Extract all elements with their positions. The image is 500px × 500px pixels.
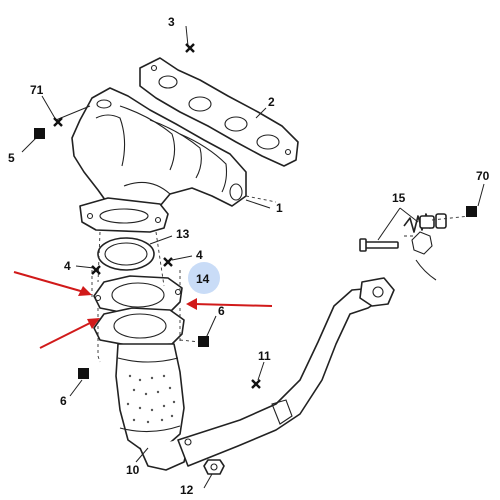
exhaust-manifold — [71, 87, 247, 233]
fastener-cross-4-right — [163, 255, 193, 267]
fastener-square-6-right — [198, 315, 217, 347]
square-icon — [198, 336, 209, 347]
red-arrow-left-top — [13, 271, 92, 296]
fastener-cross-71 — [41, 95, 91, 127]
label-part-6-left: 6 — [60, 394, 67, 408]
fastener-cross-11 — [251, 361, 265, 389]
fastener-square-6-left — [69, 368, 89, 397]
catalytic-converter — [93, 307, 189, 471]
label-part-10: 10 — [126, 463, 140, 477]
label-part-11: 11 — [258, 349, 271, 363]
fastener-cross-4-left — [75, 265, 101, 275]
square-icon — [34, 128, 45, 139]
square-icon — [78, 368, 89, 379]
seal-ring — [97, 237, 155, 271]
cross-icon — [53, 117, 63, 127]
square-icon — [466, 206, 477, 217]
label-part-6-right: 6 — [218, 304, 225, 318]
label-part-70: 70 — [476, 169, 490, 183]
label-part-13: 13 — [176, 227, 190, 241]
cross-icon — [91, 265, 101, 275]
cross-icon — [185, 43, 195, 53]
red-arrow-right — [186, 298, 273, 310]
label-part-3: 3 — [168, 15, 175, 29]
exhaust-pipe — [177, 277, 395, 467]
label-part-71: 71 — [30, 83, 44, 97]
callout-leaders — [135, 107, 419, 489]
label-part-2: 2 — [268, 95, 275, 109]
cross-icon — [163, 257, 173, 267]
arrow-icon — [87, 318, 100, 329]
manifold-gasket — [139, 57, 299, 167]
callout-labels: 1 2 3 4 4 5 6 6 10 11 12 13 14 15 70 71 — [8, 15, 490, 497]
converter-dot-pattern — [126, 374, 176, 424]
label-part-1: 1 — [276, 201, 283, 215]
arrow-icon — [186, 298, 197, 310]
label-part-12: 12 — [180, 483, 194, 497]
fastener-square-70 — [466, 183, 485, 217]
label-part-4-left: 4 — [64, 259, 71, 273]
highlight-circle — [188, 262, 220, 294]
cross-icon — [251, 379, 261, 389]
label-part-15: 15 — [392, 191, 406, 205]
label-part-4-right: 4 — [196, 248, 203, 262]
arrow-icon — [78, 286, 92, 296]
fastener-cross-3 — [185, 25, 195, 53]
fastener-square-5 — [21, 128, 45, 153]
label-part-5: 5 — [8, 151, 15, 165]
red-arrow-left-bottom — [39, 318, 100, 349]
part-15-spring-bolt — [359, 213, 447, 281]
part-12-nut — [184, 438, 225, 475]
label-part-14: 14 — [196, 272, 210, 286]
